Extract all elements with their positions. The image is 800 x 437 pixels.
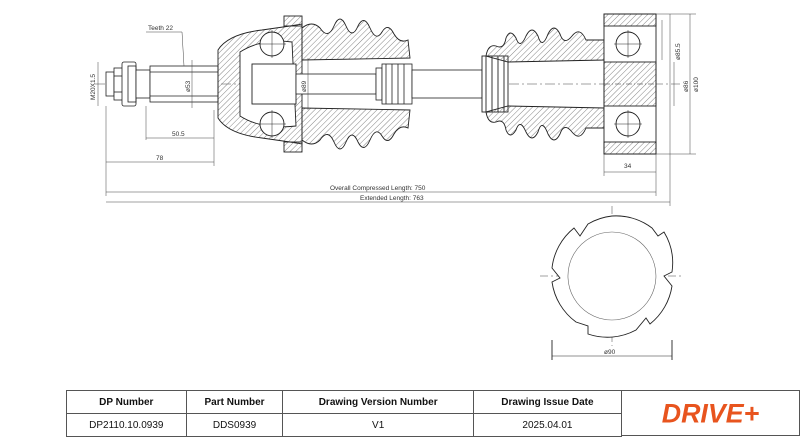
header-dp-number: DP Number [66, 390, 187, 414]
outer-boot-lower [301, 107, 411, 150]
dim-d100: ø100 [693, 77, 700, 92]
value-drawing-version: V1 [282, 413, 474, 437]
title-block-value-row: DP2110.10.0939 DDS0939 V1 2025.04.01 [66, 413, 623, 437]
title-block: DP Number Part Number Drawing Version Nu… [66, 390, 800, 437]
dim-34: 34 [624, 163, 632, 170]
dim-thread: M20X1.5 [90, 74, 97, 100]
inner-cv-joint [603, 13, 657, 155]
outer-boot-upper [301, 18, 411, 61]
value-issue-date: 2025.04.01 [472, 413, 623, 437]
dim-teeth: Teeth 22 [148, 25, 173, 32]
dim-overall-compressed: Overall Compressed Length: 750 [330, 185, 426, 192]
technical-drawing: Teeth 22 M20X1.5 ø53 ø89 50.5 78 Overall… [90, 13, 700, 360]
inner-boot [481, 27, 605, 141]
dim-d89: ø89 [301, 80, 308, 92]
value-dp-number: DP2110.10.0939 [66, 413, 187, 437]
brand-logo: DRIVE+ [622, 390, 800, 436]
dim-50-5: 50.5 [172, 131, 185, 138]
dim-d86: ø86 [683, 80, 690, 92]
header-drawing-version: Drawing Version Number [282, 390, 474, 414]
dim-d53: ø53 [185, 80, 192, 92]
title-block-table: DP Number Part Number Drawing Version Nu… [66, 390, 623, 437]
logo-text: DRIVE+ [662, 399, 760, 429]
header-issue-date: Drawing Issue Date [472, 390, 623, 414]
dim-d85-5: ø85.5 [675, 43, 682, 60]
title-block-header-row: DP Number Part Number Drawing Version Nu… [66, 390, 623, 414]
value-part-number: DDS0939 [185, 413, 284, 437]
spline-section-view [540, 206, 684, 360]
dim-d90: ø90 [604, 349, 616, 356]
dim-78: 78 [156, 155, 164, 162]
header-part-number: Part Number [185, 390, 284, 414]
dimension-lines [97, 13, 696, 206]
dim-extended: Extended Length: 763 [360, 195, 424, 202]
main-shaft [295, 63, 483, 105]
outer-cv-joint [217, 15, 303, 153]
shaft-nut [105, 61, 137, 107]
outer-stub-shaft [135, 65, 219, 103]
